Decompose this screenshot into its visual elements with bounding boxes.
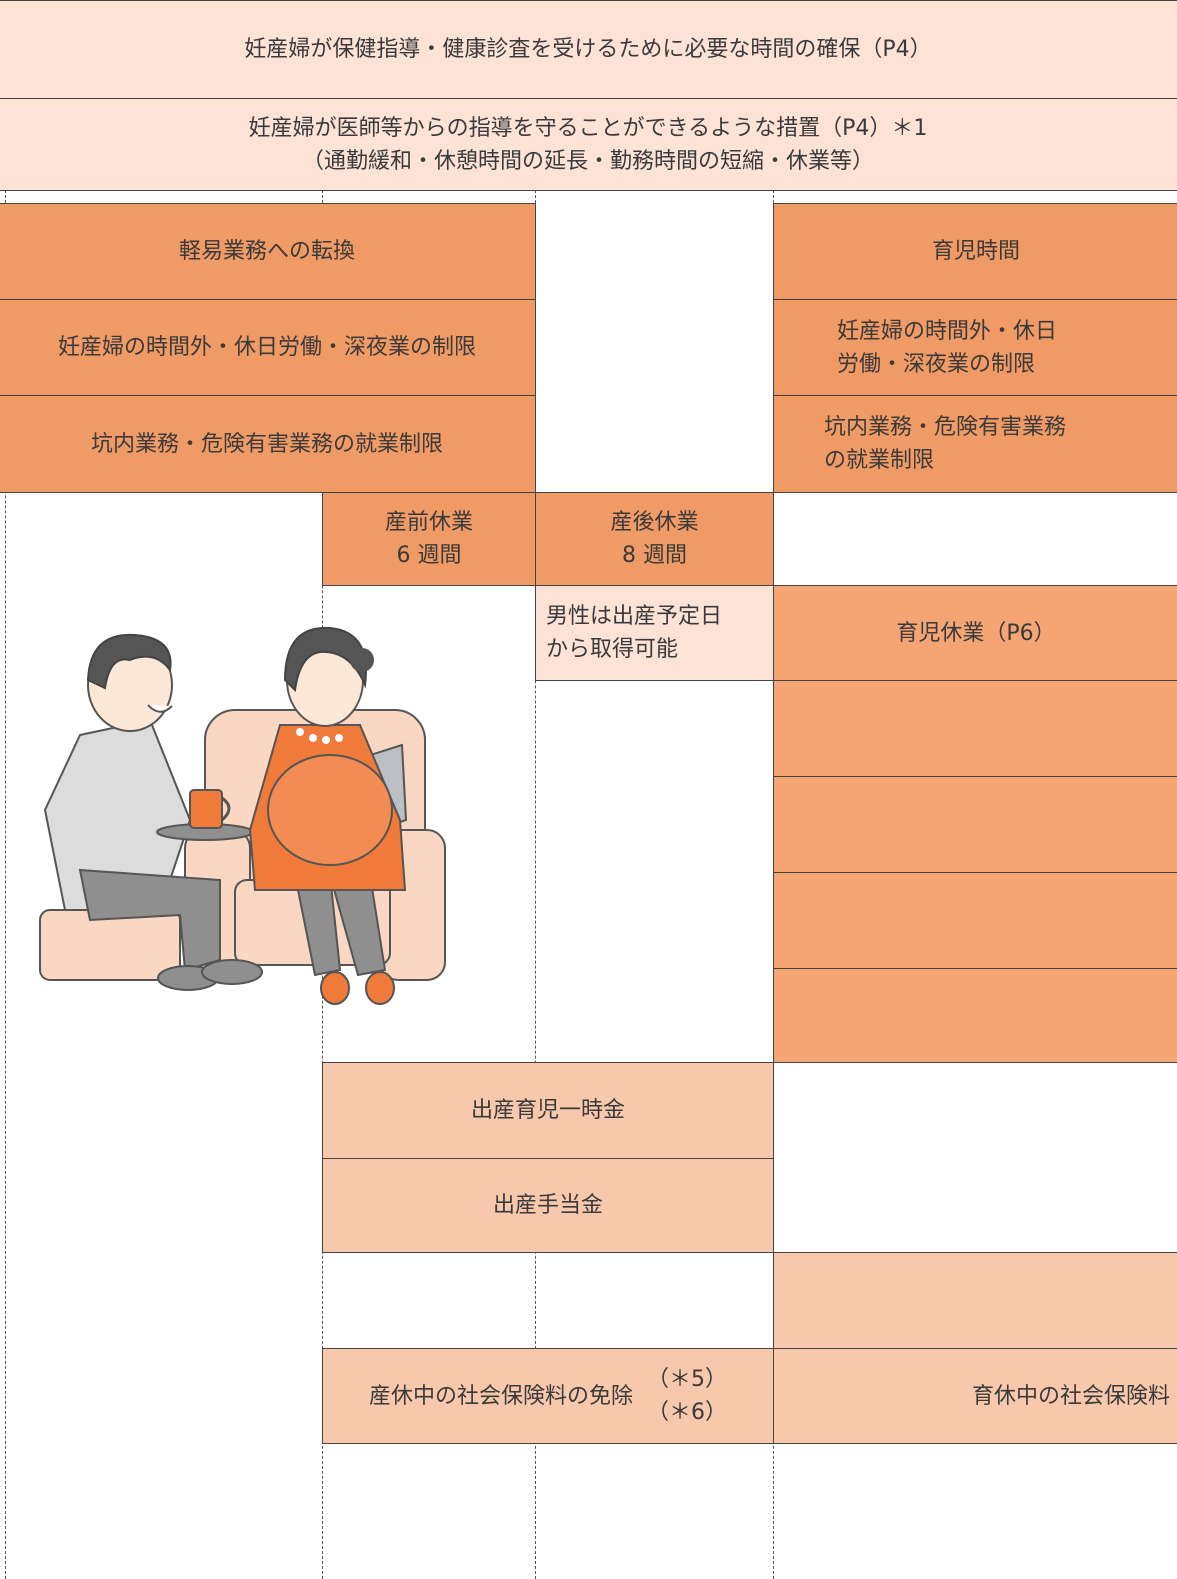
- prenatal-leave-box: 産前休業 6 週間: [322, 492, 536, 586]
- time-for-checkups-row: 妊産婦が保健指導・健康診査を受けるために必要な時間の確保（P4）: [0, 0, 1177, 99]
- doctor-guidance-label: 妊産婦が医師等からの指導を守ることができるような措置（P4）＊1: [248, 115, 928, 141]
- maternity-allowance-box: 出産手当金: [322, 1158, 774, 1253]
- overtime-limit-box: 妊産婦の時間外・休日労働・深夜業の制限: [0, 299, 536, 396]
- childbirth-lump-sum-label: 出産育児一時金: [470, 1098, 625, 1123]
- maternity-allowance-label: 出産手当金: [492, 1193, 603, 1218]
- male-leave-note-box: 男性は出産予定日 から取得可能: [535, 585, 774, 681]
- childcare-leave-row-2: [773, 680, 1177, 777]
- postnatal-leave-label: 産後休業: [610, 510, 699, 535]
- hazardous-work-limit-box: 坑内業務・危険有害業務の就業制限: [0, 395, 536, 493]
- childcare-leave-label: 育児休業（P6）: [896, 620, 1056, 646]
- childcare-insurance-label: 育休中の社会保険料: [971, 1383, 1170, 1409]
- light-work-transfer-box: 軽易業務への転換: [0, 203, 536, 300]
- male-leave-note-line2: から取得可能: [546, 637, 679, 662]
- male-leave-note-line1: 男性は出産予定日: [546, 604, 723, 629]
- maternity-insurance-exemption-label: 産休中の社会保険料の免除: [368, 1383, 633, 1409]
- timeline-guide-1: [5, 0, 6, 1579]
- maternity-insurance-exemption-box: 産休中の社会保険料の免除 （＊5） （＊6）: [322, 1348, 774, 1444]
- childcare-leave-row-3: [773, 776, 1177, 873]
- postnatal-leave-box: 産後休業 8 週間: [535, 492, 774, 586]
- childcare-time-box: 育児時間: [773, 203, 1177, 300]
- right-hazardous-work-line1: 坑内業務・危険有害業務: [824, 415, 1067, 440]
- footnote-5: （＊5）: [647, 1367, 727, 1392]
- childbirth-lump-sum-box: 出産育児一時金: [322, 1062, 774, 1159]
- time-for-checkups-label: 妊産婦が保健指導・健康診査を受けるために必要な時間の確保（P4）: [244, 37, 932, 62]
- right-overtime-limit-box: 妊産婦の時間外・休日 労働・深夜業の制限: [773, 299, 1177, 396]
- doctor-guidance-measures-row: 妊産婦が医師等からの指導を守ることができるような措置（P4）＊1 （通勤緩和・休…: [0, 98, 1177, 191]
- postnatal-leave-duration: 8 週間: [621, 543, 687, 568]
- overtime-limit-label: 妊産婦の時間外・休日労働・深夜業の制限: [57, 335, 476, 360]
- childcare-benefit-box: [773, 1252, 1177, 1349]
- childcare-insurance-box: 育休中の社会保険料: [773, 1348, 1177, 1444]
- right-overtime-limit-line2: 労働・深夜業の制限: [837, 351, 1036, 377]
- light-work-transfer-label: 軽易業務への転換: [178, 239, 355, 264]
- prenatal-leave-duration: 6 週間: [396, 543, 462, 568]
- childcare-leave-box: 育児休業（P6）: [773, 585, 1177, 681]
- childcare-time-label: 育児時間: [931, 239, 1020, 264]
- childcare-leave-row-4: [773, 872, 1177, 969]
- doctor-guidance-detail: （通勤緩和・休憩時間の延長・勤務時間の短縮・休業等）: [301, 148, 874, 174]
- footnote-6: （＊6）: [647, 1400, 727, 1425]
- childcare-leave-row-5: [773, 968, 1177, 1063]
- right-hazardous-work-line2: の就業制限: [824, 448, 935, 473]
- prenatal-leave-label: 産前休業: [384, 510, 473, 535]
- couple-on-sofa-illustration: [10, 610, 470, 1014]
- hazardous-work-limit-label: 坑内業務・危険有害業務の就業制限: [90, 431, 443, 457]
- right-overtime-limit-line1: 妊産婦の時間外・休日: [837, 318, 1058, 344]
- right-hazardous-work-box: 坑内業務・危険有害業務 の就業制限: [773, 395, 1177, 493]
- timeline-guide-3: [535, 0, 536, 1579]
